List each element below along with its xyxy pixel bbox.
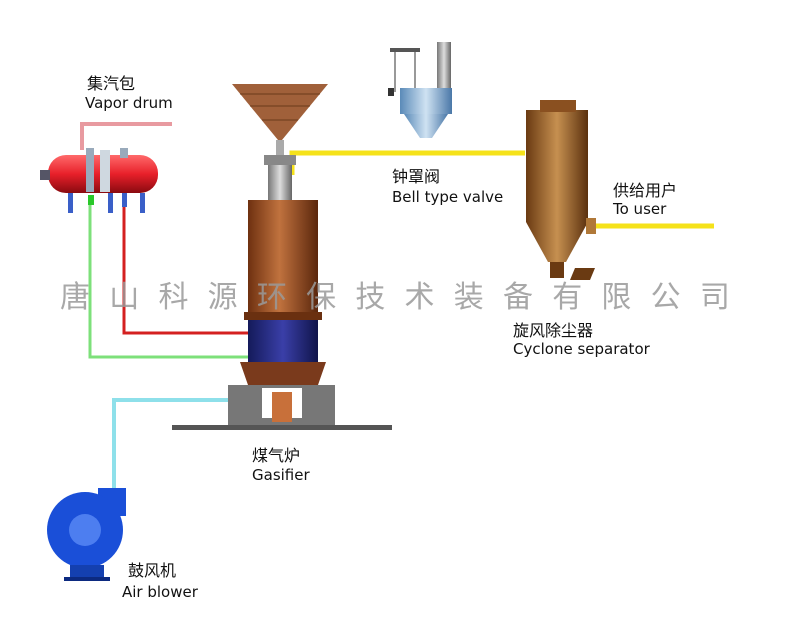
watermark-char: 保 — [306, 280, 337, 315]
bell-valve-graphic — [388, 42, 452, 138]
water-line-green — [88, 200, 252, 359]
watermark-char: 备 — [502, 280, 533, 315]
watermark-char: 有 — [552, 280, 583, 315]
vapor-drum-graphic — [40, 148, 158, 213]
watermark-char: 装 — [453, 280, 484, 315]
company-watermark: 唐山科源环保技术装备有限公司 — [60, 272, 730, 316]
watermark-char: 公 — [650, 280, 681, 315]
to-user-label-en: To user — [613, 200, 667, 218]
watermark-char: 限 — [601, 280, 632, 315]
cyclone-label-en: Cyclone separator — [513, 340, 650, 358]
vapor-drum-label-cn: 集汽包 — [87, 74, 136, 93]
bell-valve-label-en: Bell type valve — [392, 188, 504, 206]
gasifier-label-cn: 煤气炉 — [252, 446, 301, 465]
watermark-char: 技 — [355, 280, 386, 315]
watermark-char: 唐 — [60, 280, 90, 315]
gasifier-label-en: Gasifier — [252, 466, 310, 484]
air-line-cyan — [112, 398, 272, 490]
vapor-drum-label-en: Vapor drum — [85, 94, 173, 112]
watermark-char: 山 — [109, 280, 140, 315]
watermark-char: 术 — [404, 280, 435, 315]
watermark-char: 源 — [207, 280, 238, 315]
cyclone-graphic — [526, 100, 596, 280]
air-blower-label-en: Air blower — [122, 583, 198, 601]
watermark-char: 环 — [256, 280, 287, 315]
gasifier-graphic — [172, 84, 392, 430]
steam-pipe-pink — [80, 122, 172, 150]
watermark-char: 司 — [699, 280, 730, 315]
watermark-char: 科 — [158, 280, 189, 315]
air-blower-label-cn: 鼓风机 — [128, 561, 177, 580]
air-blower-graphic — [47, 488, 126, 581]
cyclone-label-cn: 旋风除尘器 — [513, 321, 594, 340]
steam-line-red — [122, 195, 252, 335]
to-user-label-cn: 供给用户 — [613, 181, 678, 200]
bell-valve-label-cn: 钟罩阀 — [392, 167, 441, 186]
